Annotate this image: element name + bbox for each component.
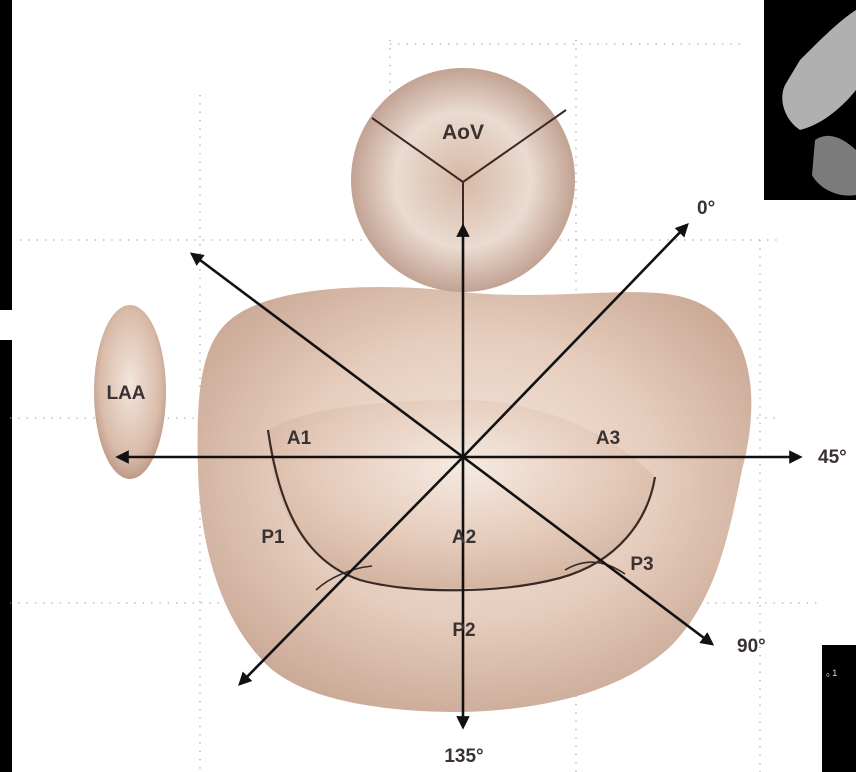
echo-image-top-right	[764, 0, 856, 200]
echo-image-bottom-right: ₀ 1	[822, 645, 856, 772]
left-atrial-appendage: LAA	[94, 305, 166, 479]
laa-label: LAA	[106, 383, 145, 404]
scallop-a3: A3	[596, 428, 620, 449]
angle-label-135: 135°	[444, 746, 483, 767]
angle-label-45: 45°	[818, 447, 847, 468]
svg-text:₀ 1: ₀ 1	[826, 668, 837, 678]
left-dark-strip-top	[0, 0, 12, 310]
scallop-p3: P3	[630, 554, 653, 575]
aov-label: AoV	[442, 121, 484, 144]
angle-label-90: 90°	[737, 636, 766, 657]
scallop-a2: A2	[452, 527, 476, 548]
scallop-p1: P1	[261, 527, 285, 548]
scallop-a1: A1	[287, 428, 312, 449]
left-dark-strip-bottom	[0, 340, 12, 772]
mitral-valve	[198, 287, 752, 712]
scallop-p2: P2	[452, 620, 475, 641]
angle-label-0: 0°	[697, 198, 715, 219]
